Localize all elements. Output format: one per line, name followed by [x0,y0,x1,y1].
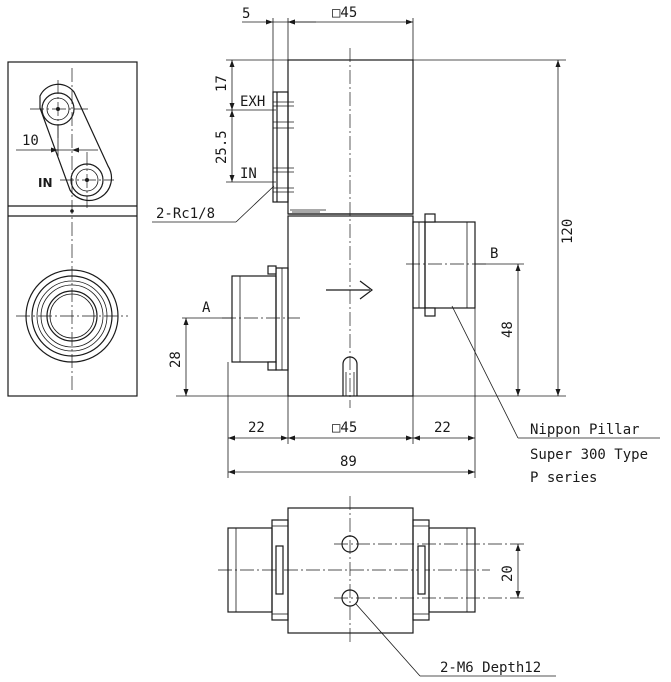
dim-89: 89 [340,454,357,470]
label-exh: EXH [240,94,265,110]
dim-20: 20 [500,565,516,582]
front-view: 5 □45 17 25.5 EXH [152,5,660,486]
label-rc: 2-Rc1/8 [156,206,215,222]
label-port-a: A [202,300,211,316]
label-fitting-line2: Super 300 Type [530,447,648,463]
dim-22-left: 22 [248,420,265,436]
dim-22-right: 22 [434,420,451,436]
dim-10: 10 [22,133,39,149]
dim-28: 28 [168,351,184,368]
dim-120: 120 [560,219,576,244]
dim-5: 5 [242,6,250,22]
label-tapped: 2-M6 Depth12 [440,660,541,676]
dim-48: 48 [500,321,516,338]
label-in-side: IN [240,166,257,182]
arrow-right-icon [326,280,373,300]
dim-sq45-bottom: □45 [332,420,357,436]
left-side-view: 10 IN [7,61,138,397]
label-in-left: IN [38,176,53,190]
label-fitting-line3: P series [530,470,597,486]
bottom-view: 20 2-M6 Depth12 [218,496,556,677]
label-port-b: B [490,246,498,262]
dim-sq45-top: □45 [332,5,357,21]
label-fitting-line1: Nippon Pillar [530,422,640,438]
dim-25-5: 25.5 [214,130,230,164]
dim-17: 17 [214,75,230,92]
